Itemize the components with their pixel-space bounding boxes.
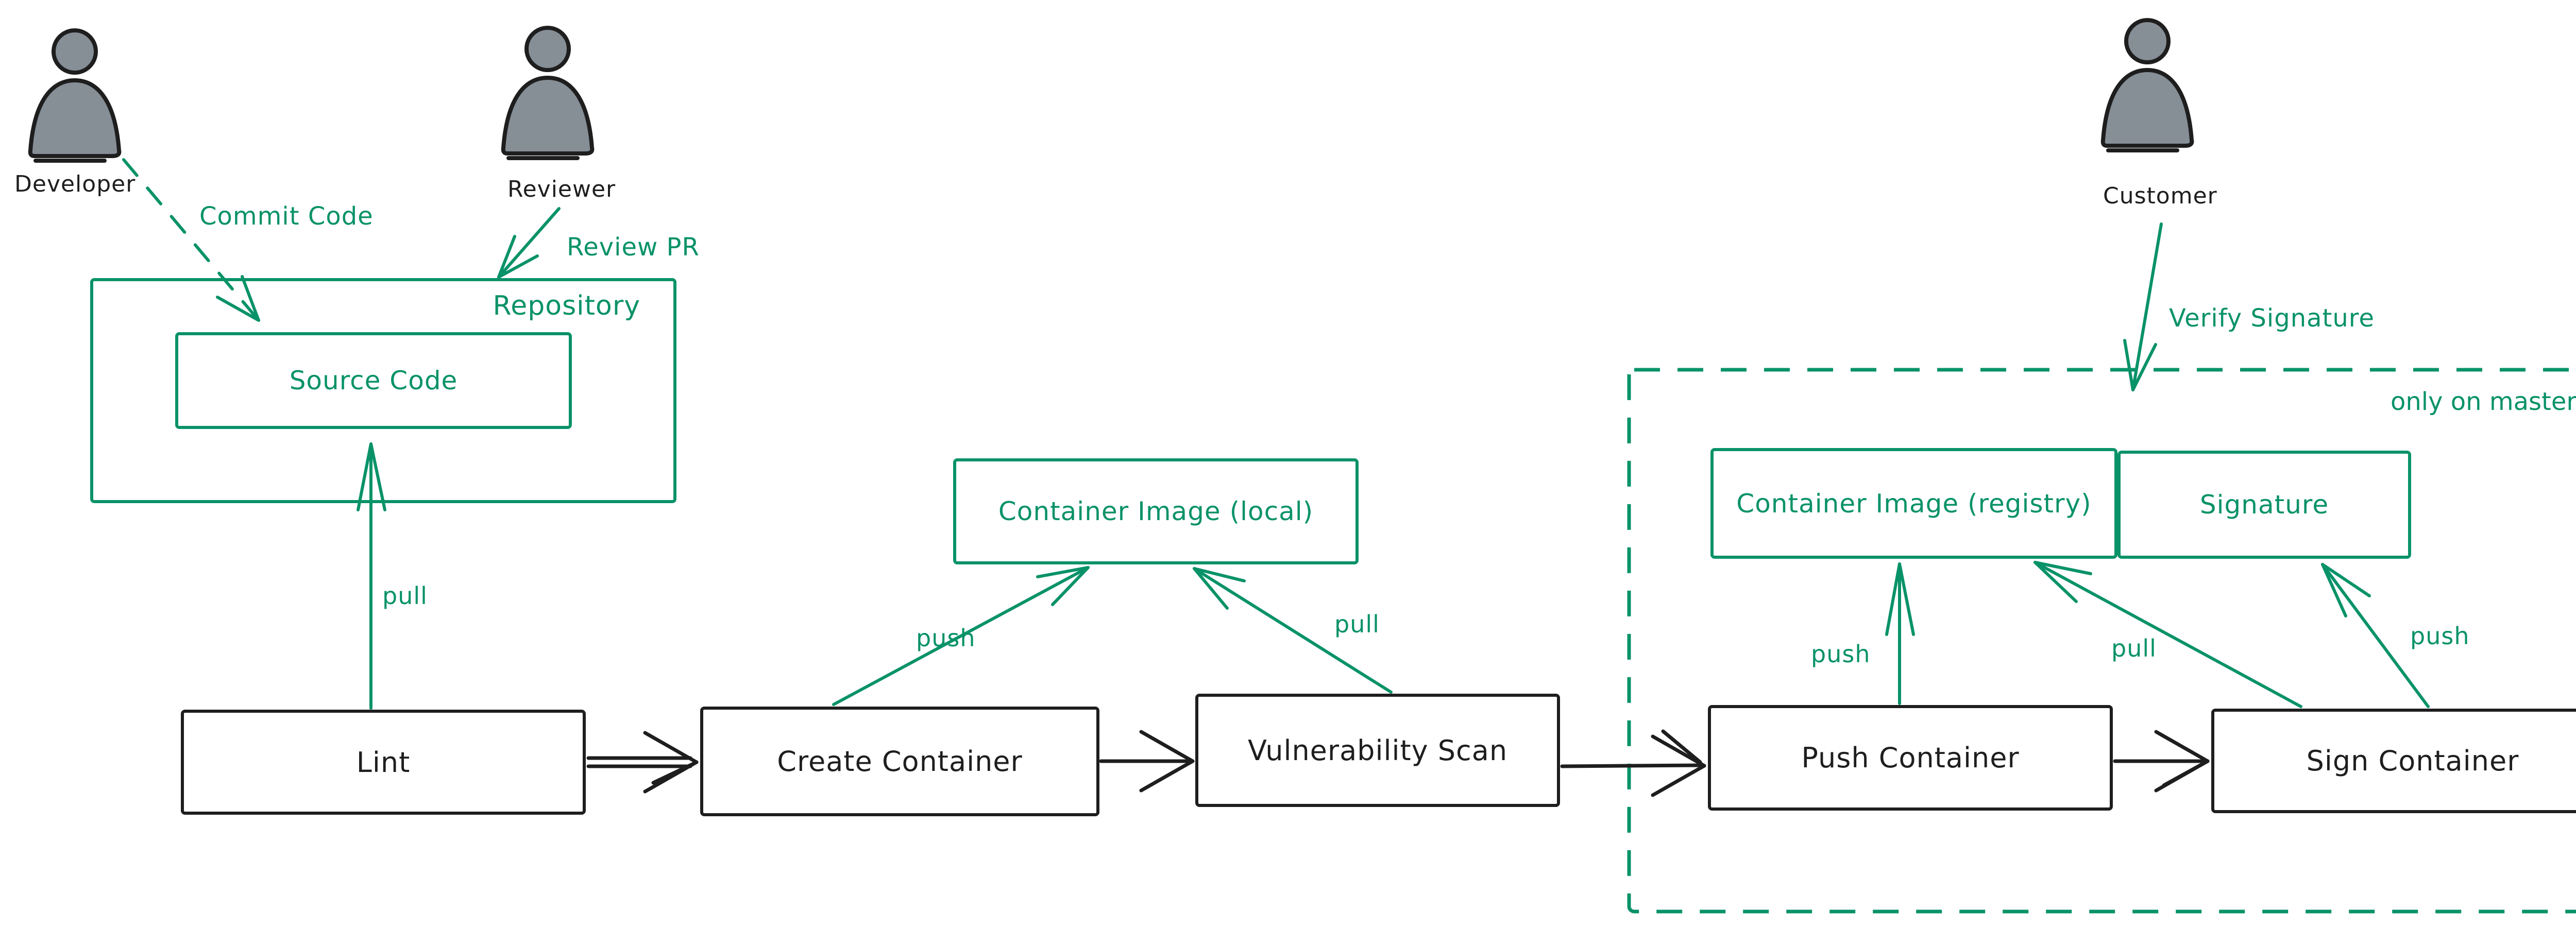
lint-pull-edge-label: pull xyxy=(382,582,428,610)
repository-group-box: Repository xyxy=(90,278,676,503)
developer-actor-label: Developer xyxy=(14,171,136,197)
verify-signature-action-label: Verify Signature xyxy=(2169,304,2375,333)
commit-code-arrow xyxy=(122,158,260,322)
reviewer-actor-label: Reviewer xyxy=(507,176,616,202)
sign-pull-arrow xyxy=(2033,561,2302,708)
push-container-push-arrow xyxy=(1885,562,1915,705)
reviewer-icon xyxy=(501,26,595,160)
sign-push-edge-label: push xyxy=(2410,622,2470,650)
push-container-step-node: Push Container xyxy=(1708,705,2113,811)
push-container-step-label: Push Container xyxy=(1801,742,2020,774)
lint-pull-arrow xyxy=(357,442,386,710)
source-code-node: Source Code xyxy=(175,332,572,429)
source-code-label: Source Code xyxy=(289,366,458,396)
verify-signature-arrow xyxy=(2123,222,2163,391)
create-container-step-node: Create Container xyxy=(700,707,1099,816)
commit-code-action-label: Commit Code xyxy=(199,202,374,231)
customer-icon xyxy=(2100,18,2194,152)
vulnerability-scan-step-label: Vulnerability Scan xyxy=(1247,734,1508,767)
create-to-scan-arrow xyxy=(1099,730,1195,793)
scan-to-push-arrow xyxy=(1560,729,1706,797)
repository-group-label: Repository xyxy=(493,290,640,321)
sign-container-step-label: Sign Container xyxy=(2306,745,2519,777)
developer-icon xyxy=(28,28,122,163)
create-push-edge-label: push xyxy=(916,624,976,652)
signature-label: Signature xyxy=(2199,490,2329,520)
lint-to-create-arrow xyxy=(586,731,699,794)
sign-container-step-node: Sign Container xyxy=(2211,709,2576,813)
review-pr-action-label: Review PR xyxy=(567,233,700,262)
push-to-sign-arrow xyxy=(2113,730,2210,793)
create-push-arrow xyxy=(832,566,1090,706)
vulnerability-scan-step-node: Vulnerability Scan xyxy=(1195,694,1560,807)
create-container-step-label: Create Container xyxy=(777,745,1023,778)
customer-actor-label: Customer xyxy=(2103,183,2217,209)
push-container-push-edge-label: push xyxy=(1811,640,1871,668)
scan-pull-edge-label: pull xyxy=(1334,610,1380,638)
container-image-local-node: Container Image (local) xyxy=(953,458,1359,564)
scan-pull-arrow xyxy=(1193,567,1393,694)
review-pr-arrow xyxy=(497,207,561,279)
sign-push-arrow xyxy=(2321,563,2430,708)
container-image-registry-node: Container Image (registry) xyxy=(1710,448,2117,559)
master-build-group-label: only on master build xyxy=(2391,387,2576,416)
signature-node: Signature xyxy=(2117,451,2411,559)
sign-pull-edge-label: pull xyxy=(2111,634,2157,662)
lint-step-label: Lint xyxy=(356,746,411,779)
container-image-registry-label: Container Image (registry) xyxy=(1736,488,2092,519)
container-image-local-label: Container Image (local) xyxy=(998,496,1314,526)
master-build-dashed-box xyxy=(1627,368,2576,914)
lint-step-node: Lint xyxy=(181,710,586,815)
